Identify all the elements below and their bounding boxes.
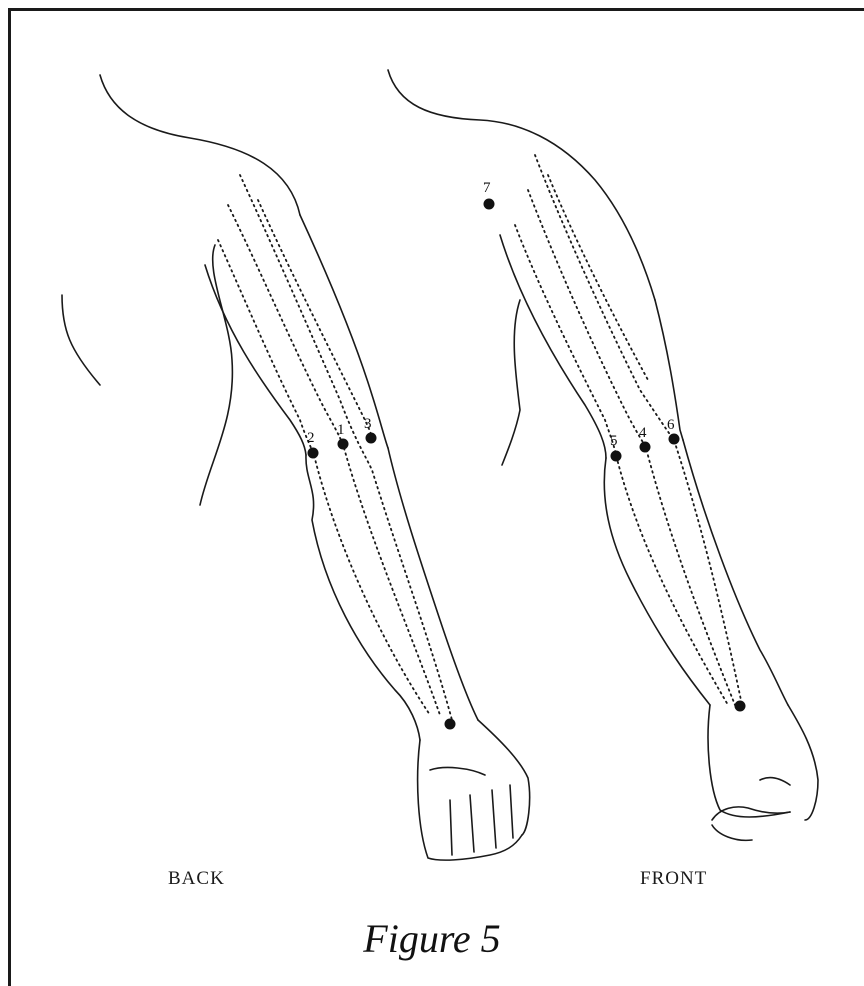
acupoint-label-2: 2 (307, 430, 315, 446)
acupoint-label-6: 6 (667, 417, 675, 433)
acupoint-7-front (484, 199, 495, 210)
acupoint-2-back (308, 448, 319, 459)
acupoint-label-4: 4 (639, 425, 647, 441)
front-acupoints: 4 5 6 7 (483, 180, 746, 712)
front-meridian-lines (515, 155, 742, 705)
acupoint-5-front (611, 451, 622, 462)
acupoint-label-5: 5 (610, 433, 618, 449)
back-arm-drawing (62, 75, 530, 860)
front-view-label: FRONT (640, 868, 707, 890)
acupoint-wrist-back (445, 719, 456, 730)
back-view-label: BACK (168, 868, 225, 890)
back-meridian-lines (218, 175, 452, 720)
acupoint-3-back (366, 433, 377, 444)
acupoint-wrist-front (735, 701, 746, 712)
acupoint-6-front (669, 434, 680, 445)
acupoint-1-back (338, 439, 349, 450)
acupoint-label-3: 3 (364, 416, 372, 432)
back-acupoints: 1 2 3 (307, 416, 456, 730)
acupoint-4-front (640, 442, 651, 453)
acupoint-label-1: 1 (337, 422, 345, 438)
figure-caption: Figure 5 (0, 915, 864, 962)
acupoint-label-7: 7 (483, 180, 491, 196)
